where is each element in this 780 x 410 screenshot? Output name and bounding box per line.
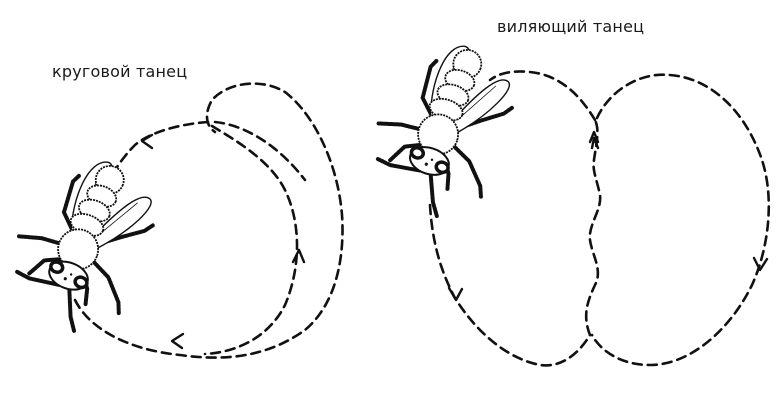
arrow-left-icon bbox=[170, 332, 185, 350]
waggle-left-top-path bbox=[488, 70, 597, 122]
waggle-right-lobe-path bbox=[590, 73, 771, 367]
arrow-up-icon bbox=[291, 248, 306, 264]
round-dance-figure bbox=[0, 82, 344, 359]
waggle-left-lobe-path bbox=[428, 203, 592, 367]
round-dance-inner-arc-2 bbox=[213, 120, 307, 182]
round-dance-label: круговой танец bbox=[52, 62, 188, 81]
waggle-center-wavy-path bbox=[584, 118, 602, 337]
round-dance-inner-path bbox=[203, 124, 299, 356]
round-dance-top-path bbox=[110, 120, 210, 177]
waggle-dance-label: виляющий танец bbox=[497, 17, 645, 36]
waggle-dance-figure bbox=[354, 26, 771, 367]
round-dance-outer-path bbox=[73, 82, 344, 359]
bee-icon bbox=[354, 26, 528, 230]
arrow-left-icon bbox=[140, 133, 154, 150]
arrow-up-icon bbox=[588, 130, 600, 150]
arrow-down-icon bbox=[752, 256, 769, 272]
arrow-down-icon bbox=[447, 286, 464, 302]
